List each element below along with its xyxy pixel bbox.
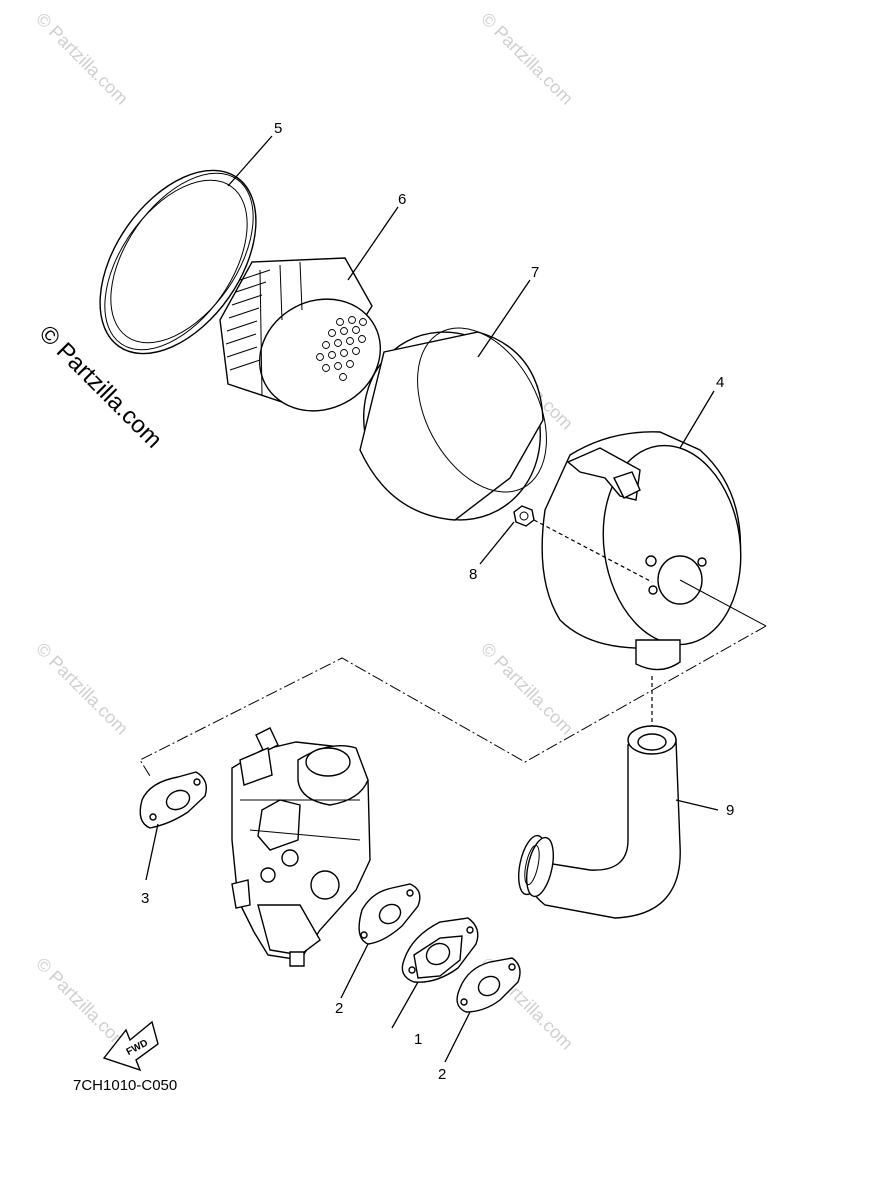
gasket-2-lower [456,957,521,1013]
part-label-7: 7 [531,264,539,281]
part-label-3: 3 [141,890,149,907]
part-label-1: 1 [414,1031,422,1048]
filter-element [219,257,382,412]
part-label-2: 2 [438,1066,446,1083]
watermark-tile: © Partzilla.com [477,9,577,109]
gasket-2-upper [358,883,421,945]
watermark-tile: © Partzilla.com [32,9,132,109]
watermark-tile: © Partzilla.com [477,639,577,739]
watermark-tile: © Partzilla.com [32,639,132,739]
foam-element [359,327,547,521]
part-label-8: 8 [469,566,477,583]
part-label-6: 6 [398,191,406,208]
part-label-2: 2 [335,1000,343,1017]
part-label-4: 4 [716,374,724,391]
air-duct [518,725,681,919]
carburetor [231,727,371,967]
part-label-9: 9 [726,802,734,819]
fwd-arrow-icon: FWD [102,1020,159,1072]
watermark-tile: © Partzilla.com [32,954,132,1054]
part-labels: 1 2 2 3 4 5 6 7 8 9 [141,120,734,1083]
insulator-1 [401,917,479,983]
drawing-code: 7CH1010-C050 [73,1077,177,1094]
leader-lines [145,135,719,1063]
band-ring [99,169,257,355]
air-cleaner-case [541,431,767,671]
nut [513,505,535,527]
part-label-5: 5 [274,120,282,137]
gasket-3 [139,771,208,829]
